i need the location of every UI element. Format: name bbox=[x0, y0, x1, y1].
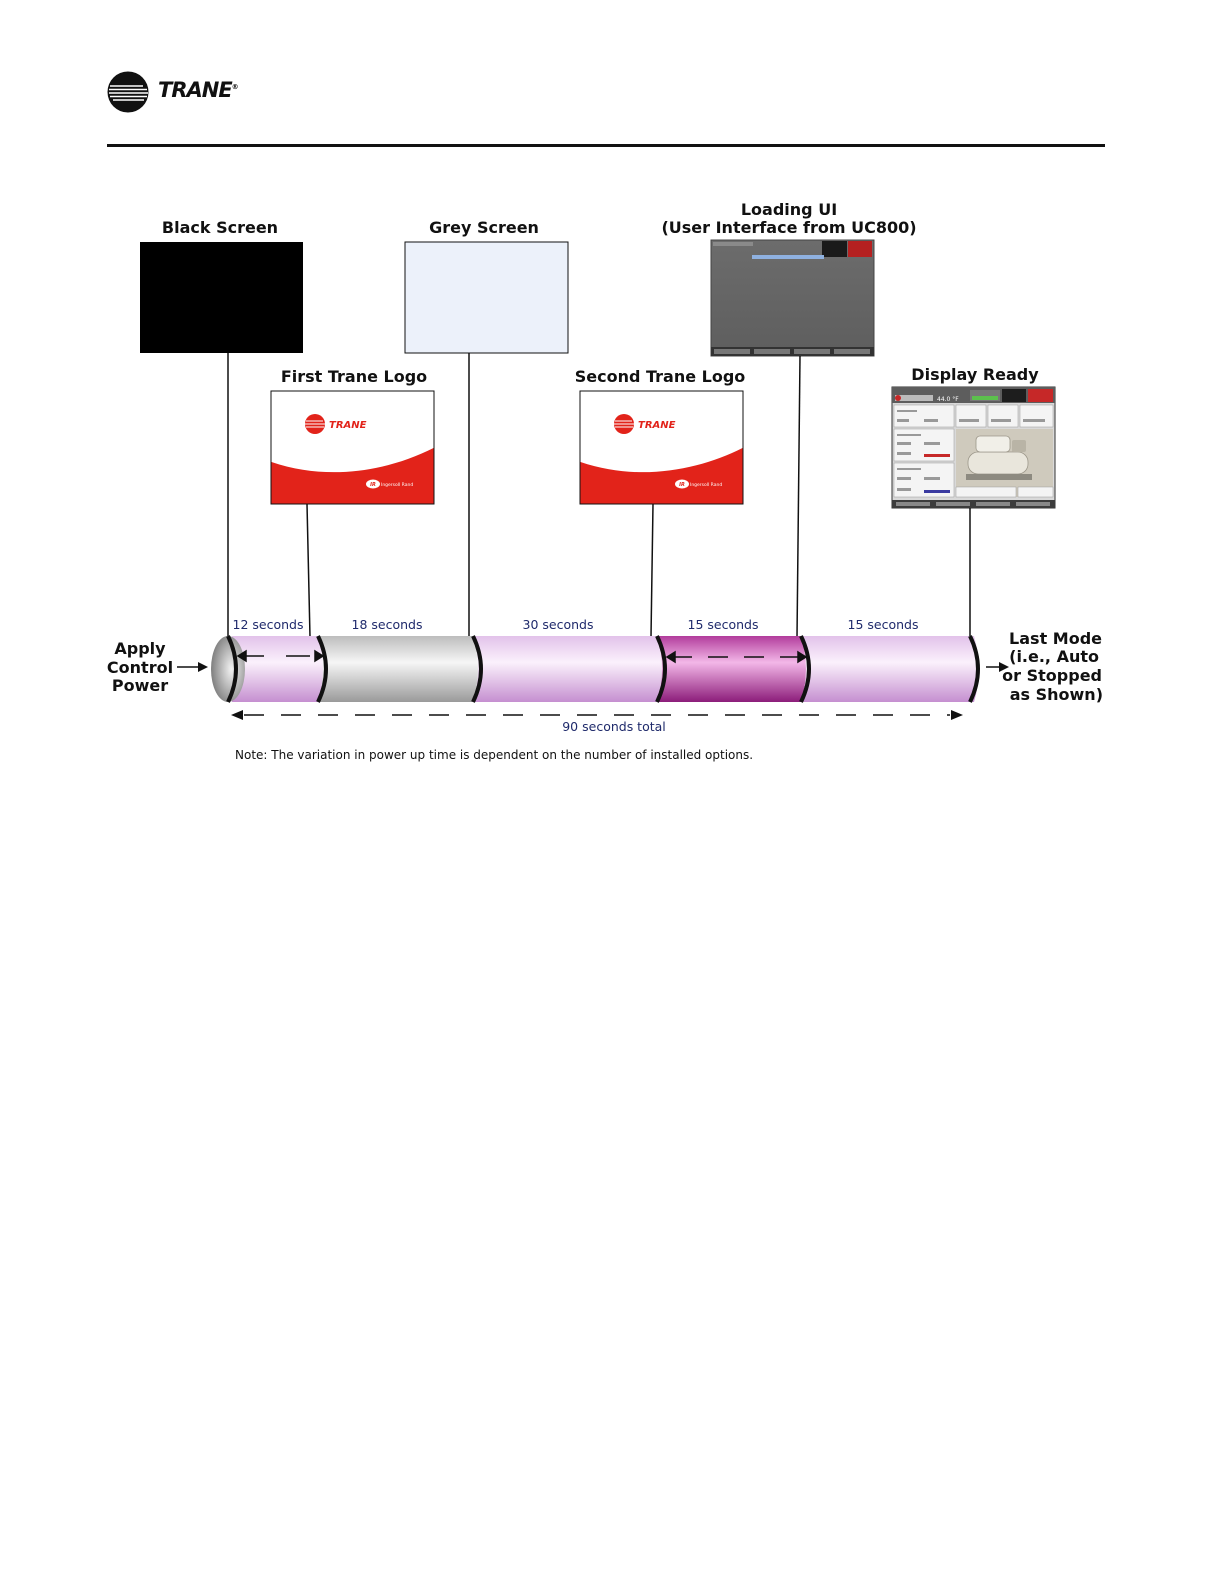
alarm-icon bbox=[895, 395, 901, 401]
first-logo-partner-mark: IR bbox=[370, 482, 376, 488]
end-label-line4: as Shown) bbox=[1010, 685, 1103, 704]
display-ready-thumbnail: 44.0 °F bbox=[891, 386, 1056, 509]
end-label-line2: (i.e., Auto bbox=[1009, 647, 1099, 666]
segment-1-range-arrow bbox=[236, 649, 325, 663]
total-duration-label: 90 seconds total bbox=[562, 719, 666, 734]
second-logo-brand: TRANE bbox=[638, 420, 676, 431]
total-duration-arrow bbox=[231, 710, 963, 720]
black-screen-thumbnail bbox=[140, 242, 303, 353]
trane-wordmark: TRANE® bbox=[158, 78, 239, 102]
loading-ui-label: Loading UI bbox=[741, 200, 837, 219]
trane-logo-icon bbox=[107, 71, 149, 113]
ir-mark-icon bbox=[366, 479, 380, 489]
ir-mark-icon bbox=[675, 479, 689, 489]
segment-1-bar bbox=[232, 636, 323, 702]
segment-5-duration: 15 seconds bbox=[848, 617, 919, 632]
chiller-icon bbox=[966, 435, 1032, 480]
loading-ui-thumbnail bbox=[710, 239, 875, 357]
end-arrow bbox=[986, 662, 1009, 672]
second-logo-partner: Ingersoll Rand bbox=[690, 482, 722, 488]
segment-4-range-arrow bbox=[665, 650, 808, 664]
display-ready-label: Display Ready bbox=[911, 365, 1039, 384]
first-logo-partner: Ingersoll Rand bbox=[381, 482, 413, 488]
second-trane-logo-thumbnail: TRANE IR Ingersoll Rand bbox=[579, 390, 744, 505]
second-logo-partner-mark: IR bbox=[679, 482, 685, 488]
start-label-line2: Control bbox=[107, 658, 173, 677]
end-label-line1: Last Mode bbox=[1009, 629, 1102, 648]
timeline-start-cap bbox=[211, 636, 245, 702]
grey-screen-label: Grey Screen bbox=[429, 218, 539, 237]
segment-4-bar bbox=[657, 636, 806, 702]
loading-ui-sublabel: (User Interface from UC800) bbox=[661, 218, 916, 237]
start-label-line3: Power bbox=[112, 676, 168, 695]
footnote: Note: The variation in power up time is … bbox=[235, 748, 753, 762]
segment-3-duration: 30 seconds bbox=[523, 617, 594, 632]
end-label-line3: or Stopped bbox=[1002, 666, 1102, 685]
start-arrow bbox=[177, 662, 208, 672]
start-label-line1: Apply bbox=[114, 639, 166, 658]
segment-1-duration: 12 seconds bbox=[233, 617, 304, 632]
segment-5-bar bbox=[801, 636, 979, 702]
leader-lines bbox=[227, 353, 971, 638]
grey-screen-thumbnail bbox=[404, 241, 569, 354]
segment-4-duration: 15 seconds bbox=[688, 617, 759, 632]
second-trane-logo-label: Second Trane Logo bbox=[575, 367, 746, 386]
segment-2-bar bbox=[318, 636, 478, 702]
segment-2-duration: 18 seconds bbox=[352, 617, 423, 632]
first-trane-logo-thumbnail: TRANE IR Ingersoll Rand bbox=[270, 390, 435, 505]
first-trane-logo-label: First Trane Logo bbox=[281, 367, 427, 386]
first-logo-brand: TRANE bbox=[329, 420, 367, 431]
timeline-cylinder bbox=[211, 635, 980, 703]
segment-3-bar bbox=[473, 636, 662, 702]
black-screen-label: Black Screen bbox=[162, 218, 278, 237]
power-up-sequence-diagram: Black Screen Grey Screen Loading UI (Use… bbox=[107, 200, 1103, 762]
header-rule bbox=[107, 144, 1105, 147]
display-ready-temp: 44.0 °F bbox=[937, 396, 959, 403]
